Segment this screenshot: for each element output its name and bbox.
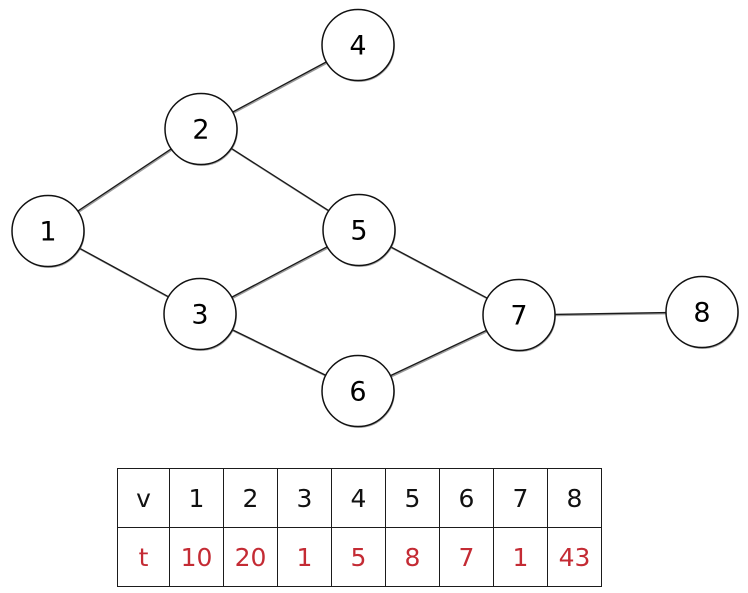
row-header-vertex: v	[117, 468, 170, 528]
row-header-vertex-label: v	[136, 483, 151, 513]
vertex-cell-label: 7	[512, 483, 529, 513]
vertex-cell-5: 5	[385, 468, 440, 528]
vertex-value-table: v 1 2 3 4 5 6 7 8 t 10 20 1 5 8 7 1 43	[117, 468, 602, 587]
graph-edge-1-3-outline	[78, 248, 171, 300]
graph-edge-3-5	[230, 245, 329, 299]
graph-node-3-circle[interactable]	[163, 277, 237, 351]
graph-node-5-label: 5	[350, 216, 367, 247]
vertex-cell-label: 8	[566, 483, 583, 513]
time-cell-value: 1	[512, 542, 529, 572]
graph-edge-2-5-outline	[230, 148, 332, 214]
vertex-cell-label: 5	[404, 483, 421, 513]
time-cell-7: 1	[493, 527, 548, 587]
time-cell-value: 1	[296, 542, 313, 572]
graph-edge-6-7-outline	[389, 330, 489, 378]
graph-edge-2-4	[231, 60, 328, 114]
row-header-time-label: t	[138, 542, 149, 572]
vertex-cell-2: 2	[223, 468, 278, 528]
graph-node-5[interactable]: 5	[322, 193, 396, 267]
table-row-vertices: v 1 2 3 4 5 6 7 8	[117, 468, 602, 528]
graph-edge-2-4-outline	[232, 61, 329, 115]
time-cell-value: 5	[350, 542, 367, 572]
time-cell-4: 5	[331, 527, 386, 587]
time-cell-2: 20	[223, 527, 278, 587]
vertex-cell-label: 3	[296, 483, 313, 513]
graph-node-7-label: 7	[510, 301, 527, 332]
table-row-times: t 10 20 1 5 8 7 1 43	[117, 527, 602, 587]
graph-node-3-label: 3	[191, 300, 208, 331]
graph-node-4-label: 4	[349, 31, 366, 62]
graph-edge-5-7-outline	[390, 246, 490, 301]
graph-edge-3-6	[230, 328, 328, 377]
time-cell-value: 20	[234, 542, 267, 572]
graph-edge-5-7	[389, 245, 489, 300]
graph-node-8-circle[interactable]	[665, 275, 739, 349]
graph-edge-1-2-outline	[77, 148, 174, 214]
graph-edge-3-5-outline	[231, 246, 330, 300]
time-cell-8: 43	[547, 527, 602, 587]
time-cell-5: 8	[385, 527, 440, 587]
graph-node-4[interactable]: 4	[321, 8, 395, 82]
graph-node-8-label: 8	[693, 298, 710, 329]
graph-edge-7-8-outline	[554, 312, 669, 317]
graph-node-7[interactable]: 7	[482, 278, 556, 352]
vertex-cell-3: 3	[277, 468, 332, 528]
time-cell-value: 8	[404, 542, 421, 572]
graph-node-2-circle[interactable]	[164, 92, 238, 166]
vertex-cell-label: 2	[242, 483, 259, 513]
graph-node-1[interactable]: 1	[11, 194, 85, 268]
graph-edge-2-5	[229, 147, 331, 212]
time-cell-value: 43	[558, 542, 591, 572]
graph-edges-layer	[76, 60, 669, 378]
graph-node-6-label: 6	[349, 377, 366, 408]
vertex-cell-label: 4	[350, 483, 367, 513]
graph-node-4-circle[interactable]	[321, 8, 395, 82]
time-cell-1: 10	[169, 527, 224, 587]
graph-node-7-circle[interactable]	[482, 278, 556, 352]
graph-nodes-layer: 1 2 3 4 5 6 7 8	[11, 8, 739, 428]
graph-edge-1-3	[77, 246, 171, 299]
graph-node-1-circle[interactable]	[11, 194, 85, 268]
graph-edge-3-6-outline	[231, 329, 329, 378]
vertex-cell-label: 6	[458, 483, 475, 513]
time-cell-6: 7	[439, 527, 494, 587]
graph-node-3[interactable]: 3	[163, 277, 237, 351]
graph-node-6-circle[interactable]	[321, 354, 395, 428]
vertex-cell-6: 6	[439, 468, 494, 528]
vertex-cell-7: 7	[493, 468, 548, 528]
graph-node-1-label: 1	[39, 217, 56, 248]
graph-node-5-circle[interactable]	[322, 193, 396, 267]
time-cell-value: 10	[180, 542, 213, 572]
graph-node-2[interactable]: 2	[164, 92, 238, 166]
graph-node-6[interactable]: 6	[321, 354, 395, 428]
vertex-cell-1: 1	[169, 468, 224, 528]
graph-edge-6-7	[388, 329, 489, 377]
time-cell-3: 1	[277, 527, 332, 587]
graph-node-2-label: 2	[192, 115, 209, 146]
time-cell-value: 7	[458, 542, 475, 572]
vertex-value-table-container: v 1 2 3 4 5 6 7 8 t 10 20 1 5 8 7 1 43	[117, 468, 602, 587]
graph-edge-1-2	[76, 147, 173, 213]
graph-edge-7-8	[553, 311, 668, 316]
vertex-cell-label: 1	[188, 483, 205, 513]
graph-node-8[interactable]: 8	[665, 275, 739, 349]
graph-figure: 1 2 3 4 5 6 7 8	[11, 8, 739, 428]
vertex-cell-8: 8	[547, 468, 602, 528]
vertex-cell-4: 4	[331, 468, 386, 528]
row-header-time: t	[117, 527, 170, 587]
